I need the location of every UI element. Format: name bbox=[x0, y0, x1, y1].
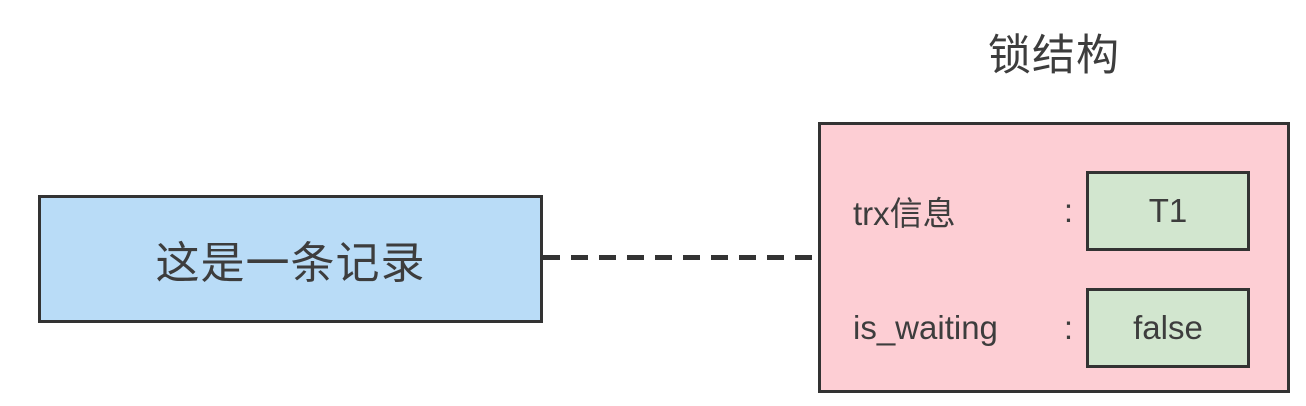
is-waiting-label: is_waiting bbox=[853, 309, 998, 346]
is-waiting-value-box: false bbox=[1086, 288, 1250, 368]
lock-structure-title: 锁结构 bbox=[988, 32, 1120, 80]
trx-info-colon: : bbox=[1063, 192, 1073, 229]
lock-row-trx-info: trx信息 : T1 bbox=[853, 171, 1250, 251]
record-box-label: 这是一条记录 bbox=[155, 239, 426, 288]
record-box: 这是一条记录 bbox=[38, 195, 543, 323]
is-waiting-colon: : bbox=[1063, 309, 1073, 346]
lock-row-is-waiting: is_waiting : false bbox=[853, 288, 1250, 368]
trx-info-value: T1 bbox=[1148, 192, 1188, 229]
is-waiting-value: false bbox=[1133, 309, 1203, 346]
lock-structure-box: trx信息 : T1 is_waiting : false bbox=[818, 122, 1290, 393]
trx-info-label: trx信息 bbox=[853, 195, 956, 232]
dashed-connector-line bbox=[543, 255, 818, 260]
trx-info-value-box: T1 bbox=[1086, 171, 1250, 251]
